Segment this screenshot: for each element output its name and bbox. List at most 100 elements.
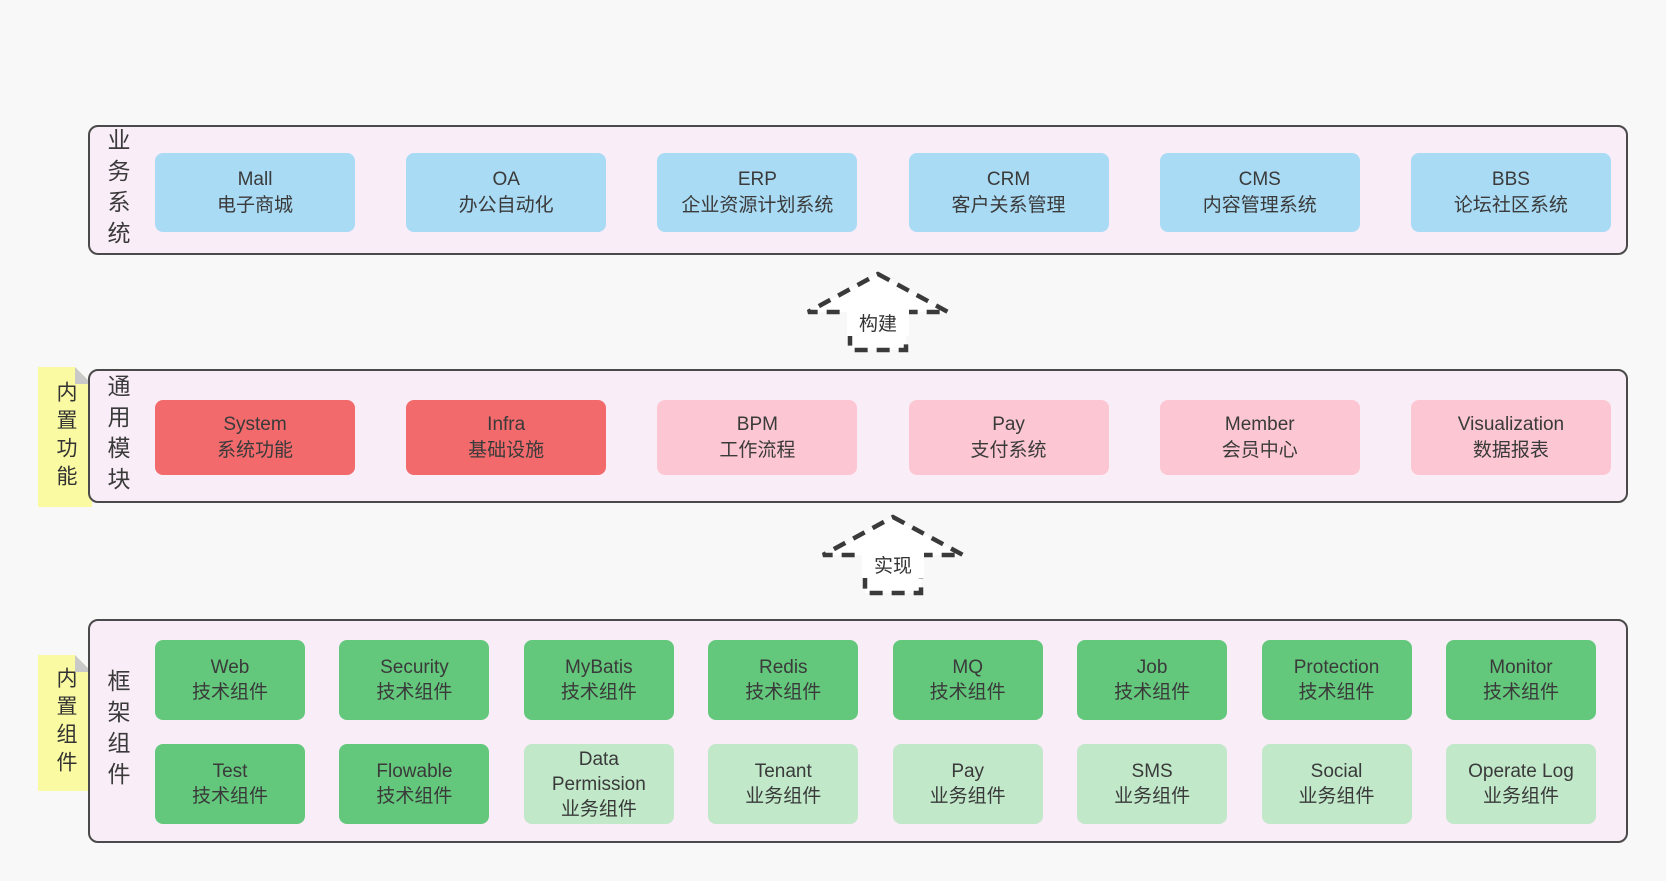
box-job: Job 技术组件 [1077, 640, 1228, 720]
box-name: MQ [952, 657, 983, 678]
layer-label-business-systems: 业务系统 [104, 128, 130, 252]
box-member: Member 会员中心 [1159, 400, 1360, 475]
box-test: Test 技术组件 [155, 744, 305, 824]
box-tenant: Tenant 业务组件 [708, 744, 859, 824]
box-subtitle: 客户关系管理 [951, 194, 1066, 216]
box-subtitle: 业务组件 [745, 786, 822, 807]
box-subtitle: 企业资源计划系统 [681, 194, 834, 216]
box-name: Social [1310, 761, 1363, 782]
box-crm: CRM 客户关系管理 [908, 153, 1109, 232]
arrow-label-build: 构建 [847, 308, 909, 336]
box-subtitle: 业务组件 [560, 798, 637, 820]
box-system: System 系统功能 [155, 400, 355, 475]
box-name: MyBatis [565, 657, 633, 678]
box-social: Social 业务组件 [1261, 744, 1412, 824]
box-bpm: BPM 工作流程 [657, 400, 858, 475]
box-mall: Mall 电子商城 [155, 153, 355, 232]
sticky-note-builtin-features: 内置功能 [38, 367, 92, 507]
box-subtitle: 数据报表 [1472, 439, 1549, 461]
box-subtitle: 业务组件 [1482, 786, 1559, 807]
box-subtitle: 基础设施 [468, 439, 545, 461]
box-infra: Infra 基础设施 [406, 400, 607, 475]
box-name: Mall [237, 168, 273, 190]
box-mybatis: MyBatis 技术组件 [523, 640, 674, 720]
box-name: System [223, 413, 287, 435]
box-web: Web 技术组件 [155, 640, 305, 720]
box-cms: CMS 内容管理系统 [1159, 153, 1360, 232]
box-name: Data Permission [551, 748, 646, 795]
box-monitor: Monitor 技术组件 [1445, 640, 1596, 720]
box-subtitle: 技术组件 [1482, 682, 1559, 703]
framework-components-rows: Web 技术组件 Security 技术组件 MyBatis 技术组件 Redi… [155, 640, 1596, 824]
box-name: SMS [1131, 761, 1173, 782]
box-name: Operate Log [1468, 761, 1574, 782]
box-name: CMS [1238, 168, 1281, 190]
box-subtitle: 业务组件 [929, 786, 1006, 807]
box-redis: Redis 技术组件 [708, 640, 859, 720]
box-subtitle: 会员中心 [1221, 439, 1298, 461]
box-mq: MQ 技术组件 [892, 640, 1043, 720]
layer-framework-components: 框架组件 Web 技术组件 Security 技术组件 MyBatis 技术组件… [88, 619, 1628, 843]
box-subtitle: 技术组件 [560, 682, 637, 703]
box-subtitle: 支付系统 [970, 439, 1047, 461]
box-bbs: BBS 论坛社区系统 [1410, 153, 1611, 232]
box-name: Member [1224, 413, 1295, 435]
box-subtitle: 技术组件 [1298, 682, 1375, 703]
box-subtitle: 技术组件 [191, 682, 268, 703]
box-name: Pay [951, 761, 985, 782]
box-name: Security [380, 657, 449, 678]
box-operate-log: Operate Log 业务组件 [1445, 744, 1596, 824]
box-subtitle: 技术组件 [1114, 682, 1191, 703]
business-systems-row: Mall 电子商城 OA 办公自动化 ERP 企业资源计划系统 CRM 客户关系… [155, 153, 1611, 232]
box-sms: SMS 业务组件 [1077, 744, 1228, 824]
box-name: Visualization [1457, 413, 1565, 435]
box-name: ERP [737, 168, 777, 190]
box-subtitle: 办公自动化 [458, 194, 554, 216]
box-data-permission: Data Permission 业务组件 [523, 744, 674, 824]
layer-business-systems: 业务系统 Mall 电子商城 OA 办公自动化 ERP 企业资源计划系统 CRM… [88, 125, 1628, 255]
arrow-label-implement: 实现 [862, 550, 924, 578]
box-name: Flowable [376, 761, 453, 782]
box-flowable: Flowable 技术组件 [339, 744, 490, 824]
box-subtitle: 技术组件 [376, 682, 453, 703]
box-protection: Protection 技术组件 [1261, 640, 1412, 720]
box-subtitle: 技术组件 [191, 786, 268, 807]
sticky-note-builtin-components: 内置组件 [38, 655, 92, 791]
framework-components-row-2: Test 技术组件 Flowable 技术组件 Data Permission … [155, 744, 1596, 824]
box-subtitle: 工作流程 [719, 439, 796, 461]
box-name: CRM [986, 168, 1031, 190]
box-name: Infra [487, 413, 526, 435]
box-name: Pay [992, 413, 1025, 435]
box-name: Redis [758, 657, 808, 678]
framework-components-row-1: Web 技术组件 Security 技术组件 MyBatis 技术组件 Redi… [155, 640, 1596, 720]
box-subtitle: 技术组件 [929, 682, 1006, 703]
box-oa: OA 办公自动化 [406, 153, 607, 232]
box-name: Web [210, 657, 250, 678]
box-subtitle: 电子商城 [216, 194, 293, 216]
sticky-note-label: 内置功能 [54, 381, 77, 493]
box-name: OA [492, 168, 520, 190]
common-modules-row: System 系统功能 Infra 基础设施 BPM 工作流程 Pay 支付系统… [155, 400, 1611, 475]
box-erp: ERP 企业资源计划系统 [657, 153, 858, 232]
box-name: BBS [1491, 168, 1530, 190]
box-visualization: Visualization 数据报表 [1410, 400, 1611, 475]
box-subtitle: 技术组件 [745, 682, 822, 703]
box-subtitle: 论坛社区系统 [1453, 194, 1568, 216]
box-security: Security 技术组件 [339, 640, 490, 720]
layer-label-framework-components: 框架组件 [104, 669, 130, 793]
box-subtitle: 技术组件 [376, 786, 453, 807]
box-name: Monitor [1489, 657, 1553, 678]
box-pay-component: Pay 业务组件 [892, 744, 1043, 824]
box-name: Job [1136, 657, 1168, 678]
box-subtitle: 业务组件 [1298, 786, 1375, 807]
layer-common-modules: 通用模块 System 系统功能 Infra 基础设施 BPM 工作流程 Pay… [88, 369, 1628, 503]
layer-label-common-modules: 通用模块 [104, 374, 130, 498]
sticky-note-label: 内置组件 [54, 667, 77, 779]
box-subtitle: 内容管理系统 [1202, 194, 1317, 216]
box-subtitle: 业务组件 [1114, 786, 1191, 807]
box-name: Tenant [754, 761, 812, 782]
box-name: Protection [1293, 657, 1380, 678]
box-subtitle: 系统功能 [216, 439, 293, 461]
box-pay-module: Pay 支付系统 [908, 400, 1109, 475]
box-name: Test [212, 761, 248, 782]
